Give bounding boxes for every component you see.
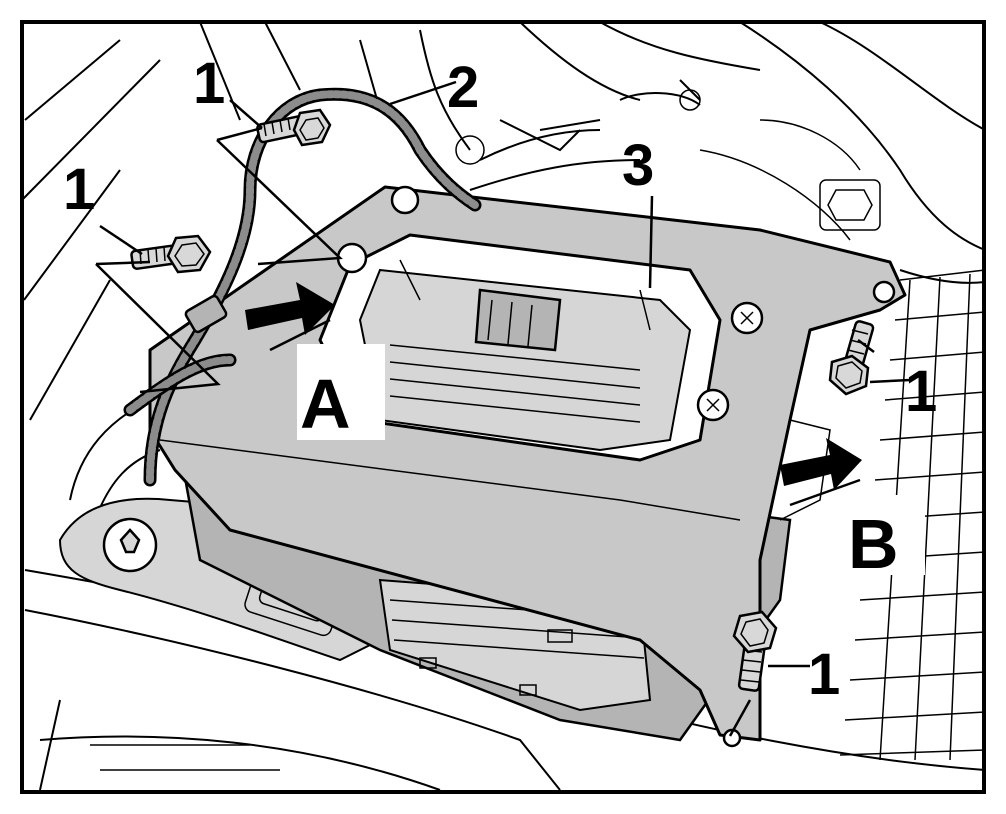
direction-label-b: B — [848, 505, 899, 583]
bolts — [130, 108, 875, 692]
callout-bolt-top: 1 — [193, 51, 225, 116]
bolt-top — [256, 108, 332, 147]
callout-harness: 2 — [447, 55, 479, 120]
callout-labels: 1 1 2 3 1 1 A B — [63, 51, 937, 707]
direction-arrow-a — [245, 282, 335, 335]
wiring-harness — [123, 87, 482, 487]
label-a-box — [297, 344, 385, 440]
control-unit — [358, 259, 692, 452]
direction-label-a: A — [300, 365, 351, 443]
bolt-left — [130, 234, 212, 274]
callout-control-unit: 3 — [622, 133, 654, 198]
diagram-border — [20, 20, 986, 794]
direction-arrow-b — [780, 438, 862, 490]
bolt-right — [828, 320, 875, 396]
callout-bolt-left: 1 — [63, 157, 95, 222]
label-b-box — [845, 495, 925, 575]
leader-lines — [95, 80, 911, 737]
callout-bolt-bottom: 1 — [808, 642, 840, 707]
bolt-bottom — [732, 610, 778, 692]
callout-bolt-right: 1 — [905, 359, 937, 424]
